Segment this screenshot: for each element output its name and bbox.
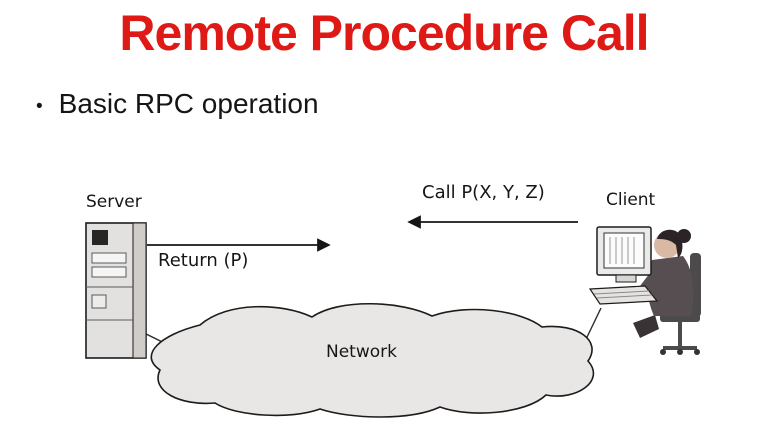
network-cloud-icon [150, 302, 595, 418]
keyboard-icon [588, 285, 659, 305]
network-label: Network [326, 342, 397, 362]
slide-title: Remote Procedure Call [119, 5, 649, 61]
monitor-icon [596, 226, 652, 283]
return-label: Return (P) [158, 250, 249, 271]
server-label: Server [86, 192, 142, 212]
client-icon [588, 226, 701, 355]
rpc-diagram-canvas [85, 215, 701, 418]
server-power-panel [92, 230, 108, 245]
bullet-dot: • [36, 95, 43, 117]
client-label: Client [606, 190, 656, 210]
bullet-text: Basic RPC operation [58, 88, 319, 119]
rpc-diagram: Server Client Call P(X, Y, Z) Return (P)… [0, 165, 768, 429]
bullet-item: • Basic RPC operation [36, 88, 319, 120]
server-icon [85, 222, 147, 359]
call-label: Call P(X, Y, Z) [422, 182, 545, 203]
